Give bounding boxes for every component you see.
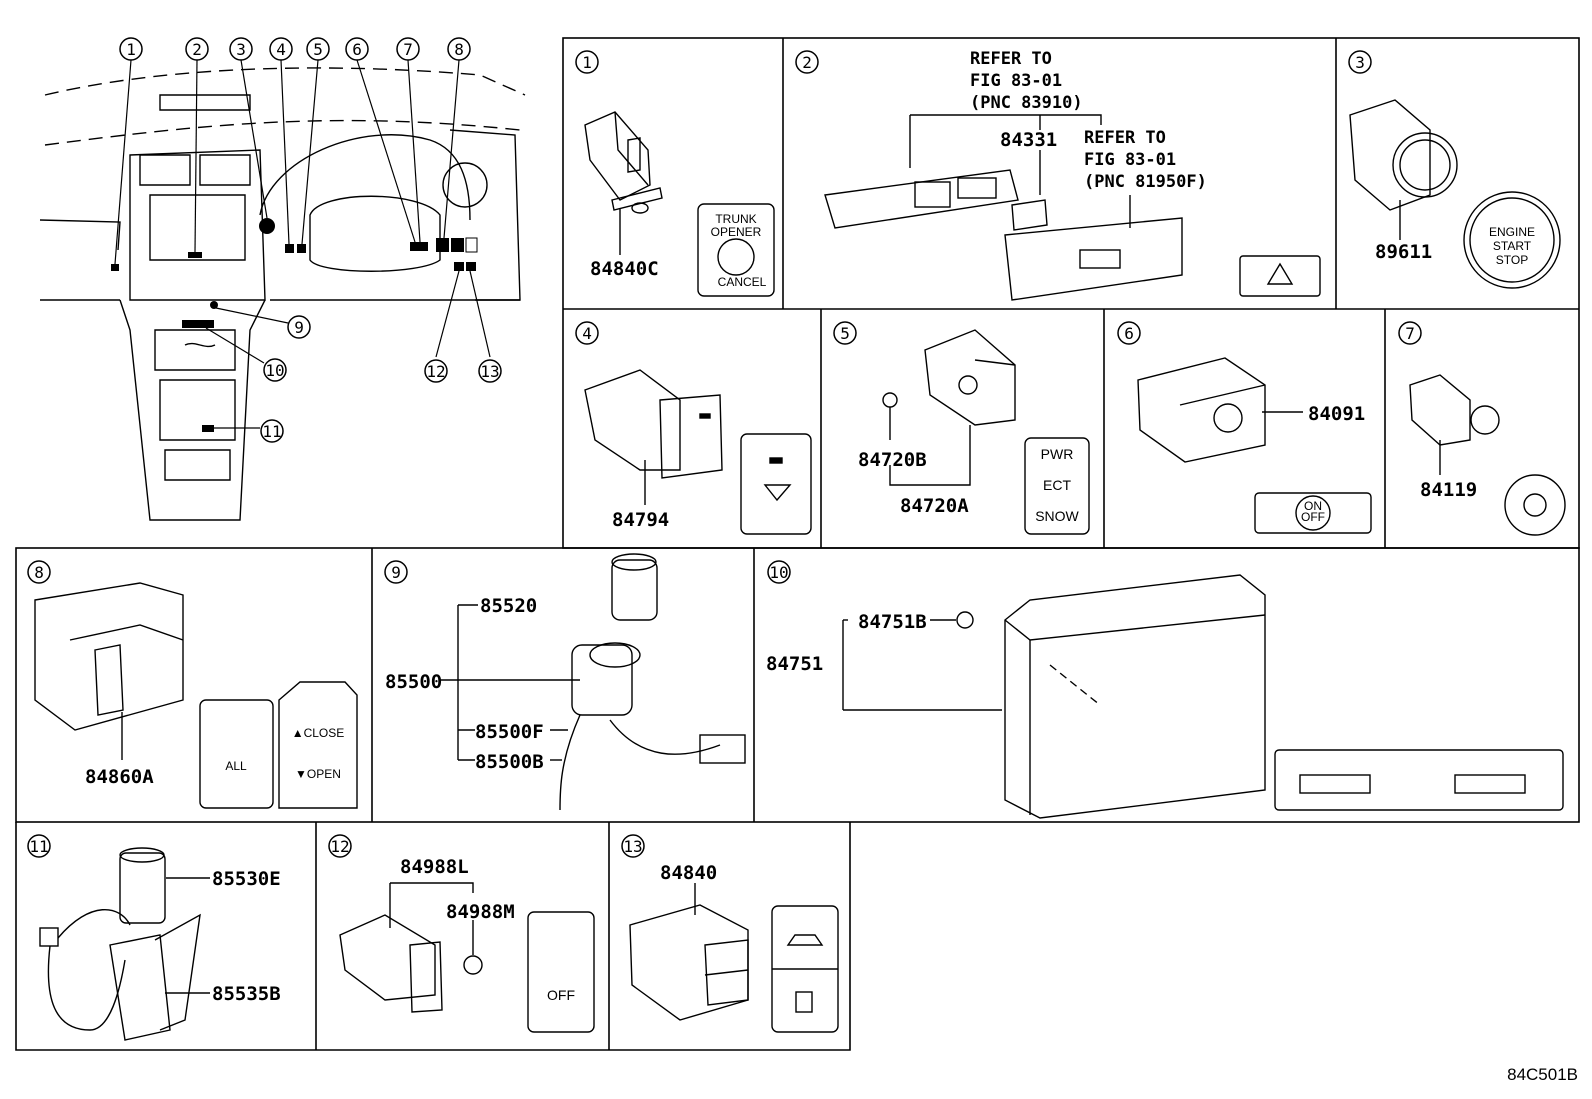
svg-text:REFER TO: REFER TO xyxy=(970,49,1052,69)
svg-text:CANCEL: CANCEL xyxy=(718,275,767,289)
svg-text:7: 7 xyxy=(403,40,413,59)
svg-text:TRUNK: TRUNK xyxy=(715,212,756,226)
svg-text:3: 3 xyxy=(1355,53,1365,72)
svg-text:6: 6 xyxy=(1124,324,1134,343)
panel-10: 10 84751B 84751 xyxy=(766,560,1564,819)
overview-callouts: 1 2 3 4 5 6 7 8 9 10 11 12 13 xyxy=(119,37,502,443)
svg-text:7: 7 xyxy=(1405,324,1415,343)
svg-text:84794: 84794 xyxy=(612,509,669,531)
svg-text:85500B: 85500B xyxy=(475,751,544,773)
svg-text:2: 2 xyxy=(802,53,812,72)
svg-text:6: 6 xyxy=(352,40,362,59)
svg-text:85520: 85520 xyxy=(480,595,537,617)
panel-2: 2 REFER TO FIG 83-01 (PNC 83910) 84331 R… xyxy=(795,49,1321,301)
svg-text:SNOW: SNOW xyxy=(1035,508,1079,524)
svg-text:OPENER: OPENER xyxy=(711,225,762,239)
svg-text:84860A: 84860A xyxy=(85,766,154,788)
svg-text:ON: ON xyxy=(1304,499,1322,513)
svg-text:FIG 83-01: FIG 83-01 xyxy=(1084,150,1176,170)
svg-text:ECT: ECT xyxy=(1043,477,1071,493)
panel-3: 3 89611 ENGINE START STOP xyxy=(1348,50,1561,289)
svg-text:FIG 83-01: FIG 83-01 xyxy=(970,71,1062,91)
diagram-code: 84C501B xyxy=(1507,1065,1578,1084)
panel-9: 9 85520 85500 85500F 85500B xyxy=(384,553,746,811)
svg-text:1: 1 xyxy=(126,40,136,59)
svg-text:13: 13 xyxy=(480,362,499,381)
svg-text:84091: 84091 xyxy=(1308,403,1365,425)
svg-text:13: 13 xyxy=(623,837,642,856)
svg-text:84720B: 84720B xyxy=(858,449,927,471)
svg-text:8: 8 xyxy=(34,563,44,582)
svg-text:9: 9 xyxy=(391,563,401,582)
svg-text:84751: 84751 xyxy=(766,653,823,675)
svg-text:4: 4 xyxy=(582,324,592,343)
locator-marks xyxy=(111,218,478,432)
svg-text:10: 10 xyxy=(265,361,284,380)
svg-text:4: 4 xyxy=(276,40,286,59)
svg-text:85535B: 85535B xyxy=(212,983,281,1005)
svg-text:12: 12 xyxy=(330,837,349,856)
svg-text:PWR: PWR xyxy=(1041,446,1074,462)
svg-text:89611: 89611 xyxy=(1375,241,1432,263)
svg-text:ALL: ALL xyxy=(225,759,247,773)
svg-text:5: 5 xyxy=(840,324,850,343)
panel-4: 4 84794 xyxy=(575,321,812,535)
svg-text:84751B: 84751B xyxy=(858,611,927,633)
svg-text:▲CLOSE: ▲CLOSE xyxy=(292,726,345,740)
svg-text:84331: 84331 xyxy=(1000,129,1057,151)
svg-text:STOP: STOP xyxy=(1496,253,1528,267)
svg-text:2: 2 xyxy=(192,40,202,59)
svg-text:▼OPEN: ▼OPEN xyxy=(295,767,341,781)
panel-12: 12 84988L 84988M OFF xyxy=(328,834,595,1033)
panel-11: 11 85530E 85535B xyxy=(27,834,281,1041)
panel-6: 6 84091 ON OFF xyxy=(1117,321,1372,534)
svg-text:10: 10 xyxy=(769,563,788,582)
svg-text:85530E: 85530E xyxy=(212,868,281,890)
svg-text:11: 11 xyxy=(262,422,281,441)
svg-text:9: 9 xyxy=(294,318,304,337)
svg-text:3: 3 xyxy=(236,40,246,59)
svg-text:84988L: 84988L xyxy=(400,856,469,878)
svg-text:(PNC 81950F): (PNC 81950F) xyxy=(1084,172,1207,192)
dashboard-overview xyxy=(39,67,526,521)
svg-text:84840C: 84840C xyxy=(590,258,659,280)
svg-text:ENGINE: ENGINE xyxy=(1489,225,1535,239)
panel-13: 13 84840 xyxy=(621,834,839,1033)
svg-text:85500: 85500 xyxy=(385,671,442,693)
svg-text:START: START xyxy=(1493,239,1532,253)
svg-text:8: 8 xyxy=(454,40,464,59)
svg-text:OFF: OFF xyxy=(547,987,575,1003)
svg-text:REFER TO: REFER TO xyxy=(1084,128,1166,148)
panel-7: 7 84119 xyxy=(1398,321,1566,536)
svg-text:84119: 84119 xyxy=(1420,479,1477,501)
svg-text:85500F: 85500F xyxy=(475,721,544,743)
svg-text:12: 12 xyxy=(426,362,445,381)
svg-text:11: 11 xyxy=(29,837,48,856)
overview-leaders xyxy=(114,59,491,429)
svg-text:1: 1 xyxy=(582,53,592,72)
svg-text:84988M: 84988M xyxy=(446,901,515,923)
panel-grid xyxy=(15,37,1580,1051)
svg-text:84840: 84840 xyxy=(660,862,717,884)
panel-1: 1 84840C TRUNK OPENER CANCEL xyxy=(575,50,775,297)
panel-8: 8 84860A ALL ▲CLOSE ▼OPEN xyxy=(27,560,358,809)
panel-5: 5 84720B 84720A PWR ECT SNOW xyxy=(833,321,1090,535)
svg-text:84720A: 84720A xyxy=(900,495,969,517)
svg-text:OFF: OFF xyxy=(1301,510,1325,524)
svg-text:5: 5 xyxy=(313,40,323,59)
svg-text:(PNC 83910): (PNC 83910) xyxy=(970,93,1083,113)
